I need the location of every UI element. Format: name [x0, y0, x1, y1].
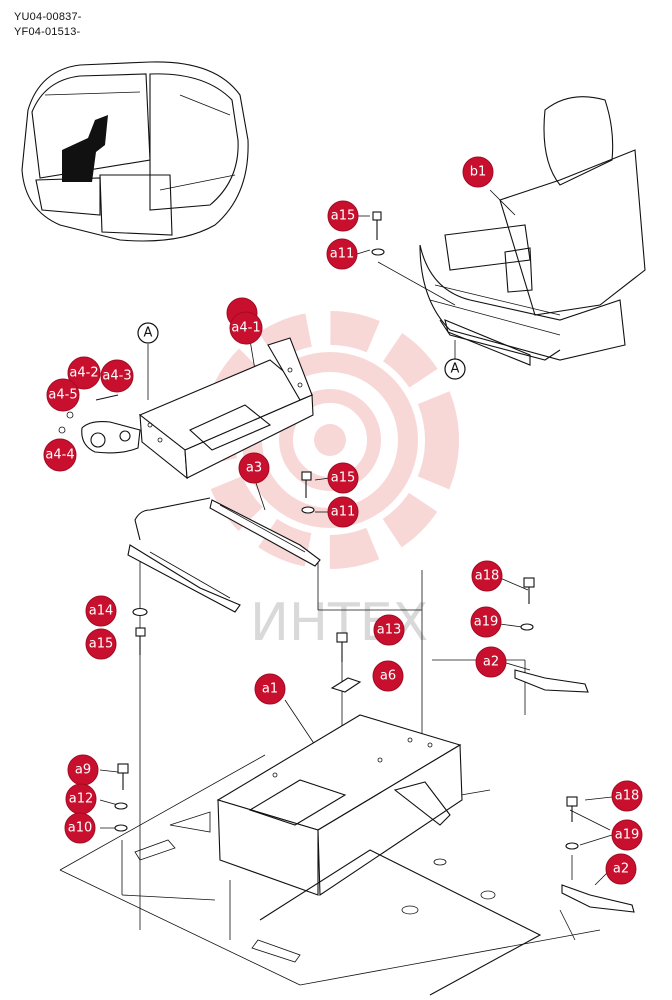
operator-seat-illustration	[419, 96, 646, 366]
svg-text:a15: a15	[331, 471, 356, 486]
svg-text:a15: a15	[331, 209, 356, 224]
svg-text:a2: a2	[613, 862, 629, 877]
callout-a1[interactable]: a1	[254, 673, 286, 705]
svg-text:a19: a19	[474, 615, 499, 630]
callout-a11-rail[interactable]: a11	[327, 496, 359, 528]
svg-text:a4-1: a4-1	[231, 321, 260, 336]
callout-a3[interactable]: a3	[238, 452, 270, 484]
svg-text:a13: a13	[377, 623, 402, 638]
callout-a18-bottom[interactable]: a18	[611, 780, 643, 812]
callout-a9[interactable]: a9	[67, 754, 99, 786]
svg-text:a12: a12	[69, 792, 94, 807]
callout-a10[interactable]: a10	[64, 812, 96, 844]
svg-text:a10: a10	[68, 821, 93, 836]
svg-text:b1: b1	[470, 165, 487, 180]
callout-a19-top[interactable]: a19	[470, 606, 502, 638]
callout-a6[interactable]: a6	[372, 660, 404, 692]
svg-text:a14: a14	[89, 604, 114, 619]
document-code-1: YU04-00837-	[14, 11, 82, 23]
callout-a19-bottom[interactable]: a19	[611, 819, 643, 851]
document-code-2: YF04-01513-	[14, 26, 81, 38]
seat-stand	[216, 714, 463, 897]
svg-text:a4-3: a4-3	[102, 369, 131, 384]
svg-text:a1: a1	[262, 682, 278, 697]
callout-a14[interactable]: a14	[85, 595, 117, 627]
svg-text:a4-5: a4-5	[48, 388, 77, 403]
callout-a4-5[interactable]: a4-5	[46, 378, 80, 412]
svg-text:a2: a2	[483, 655, 499, 670]
callout-a15-seat[interactable]: a15	[327, 200, 359, 232]
svg-text:a6: a6	[380, 669, 396, 684]
callout-a4-2[interactable]: a4-2	[67, 356, 101, 390]
seat-mount-plate	[138, 337, 314, 480]
excavator-cab-illustration	[21, 61, 249, 242]
floor-plate	[59, 754, 611, 996]
leader-lines	[99, 189, 613, 941]
callout-a2-top[interactable]: a2	[475, 646, 507, 678]
svg-text:a9: a9	[75, 763, 91, 778]
callout-a2-bottom[interactable]: a2	[605, 853, 637, 885]
svg-text:a4-2: a4-2	[69, 366, 98, 381]
callout-a11-seat[interactable]: a11	[326, 238, 358, 270]
hardware-icons	[114, 211, 635, 913]
callout-a12[interactable]: a12	[65, 783, 97, 815]
callout-b1[interactable]: b1	[462, 156, 494, 188]
svg-text:a18: a18	[615, 789, 640, 804]
callout-a15-rail[interactable]: a15	[327, 462, 359, 494]
callout-a15-left[interactable]: a15	[85, 628, 117, 660]
callout-a4-4[interactable]: a4-4	[43, 438, 77, 472]
svg-text:a19: a19	[615, 828, 640, 843]
lock-bracket	[58, 394, 141, 454]
svg-text:a11: a11	[330, 247, 355, 262]
svg-text:a3: a3	[246, 461, 262, 476]
callout-a13[interactable]: a13	[373, 614, 405, 646]
svg-text:a18: a18	[475, 569, 500, 584]
svg-text:a15: a15	[89, 637, 114, 652]
callout-a4-3[interactable]: a4-3	[100, 359, 134, 393]
svg-text:a4-4: a4-4	[45, 448, 74, 463]
svg-text:A: A	[451, 362, 460, 377]
reference-mark-a-seat: A	[444, 358, 466, 380]
svg-text:A: A	[144, 326, 153, 341]
reference-mark-a-top: A	[137, 322, 159, 344]
callout-a4-1[interactable]: a4-1	[229, 311, 263, 345]
callout-a18-top[interactable]: a18	[471, 560, 503, 592]
svg-text:a11: a11	[331, 505, 356, 520]
slide-rails	[127, 497, 321, 613]
